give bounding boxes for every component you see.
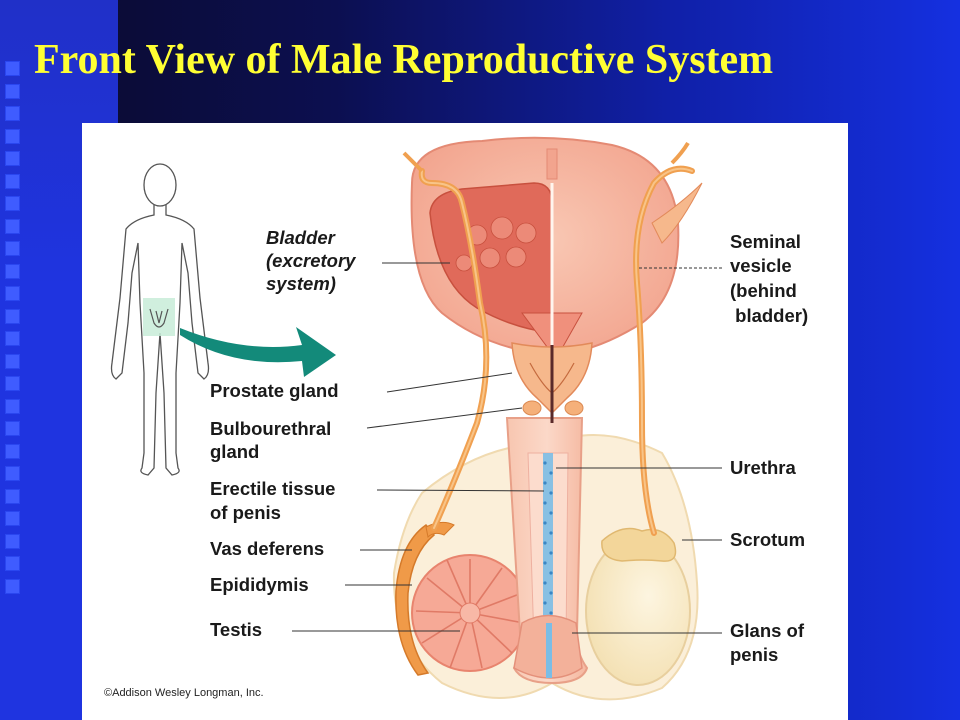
anatomy-figure: Bladder (excretory system) Seminal vesic… [82, 123, 848, 720]
label-erectile-2: of penis [210, 502, 281, 523]
label-bulbourethral-1: Bulbourethral [210, 418, 332, 439]
copyright-notice: ©Addison Wesley Longman, Inc. [104, 687, 264, 699]
label-glans-2: penis [730, 644, 779, 665]
label-bladder-1: Bladder [266, 227, 335, 248]
decorative-squares [6, 62, 24, 602]
anatomy-illustration [110, 136, 722, 701]
leader-lines [292, 262, 722, 634]
label-seminal-3: (behind [730, 280, 797, 301]
label-seminal-2: vesicle [730, 255, 792, 276]
label-glans-1: Glans of [730, 620, 805, 641]
teal-arrow-icon [180, 327, 336, 377]
label-bulbourethral-2: gland [210, 441, 260, 462]
label-scrotum: Scrotum [730, 529, 806, 550]
label-urethra: Urethra [730, 457, 796, 478]
label-epididymis: Epididymis [210, 574, 309, 595]
label-bladder-3: system) [266, 273, 336, 294]
label-testis: Testis [210, 619, 263, 640]
label-erectile-1: Erectile tissue [210, 478, 336, 499]
label-vas-deferens: Vas deferens [210, 538, 325, 559]
label-seminal-1: Seminal [730, 231, 801, 252]
label-bladder-2: (excretory [266, 250, 356, 271]
label-seminal-4: bladder) [730, 305, 809, 326]
label-prostate: Prostate gland [210, 380, 339, 401]
slide-title: Front View of Male Reproductive System [34, 37, 774, 83]
highlight-region [143, 298, 175, 336]
